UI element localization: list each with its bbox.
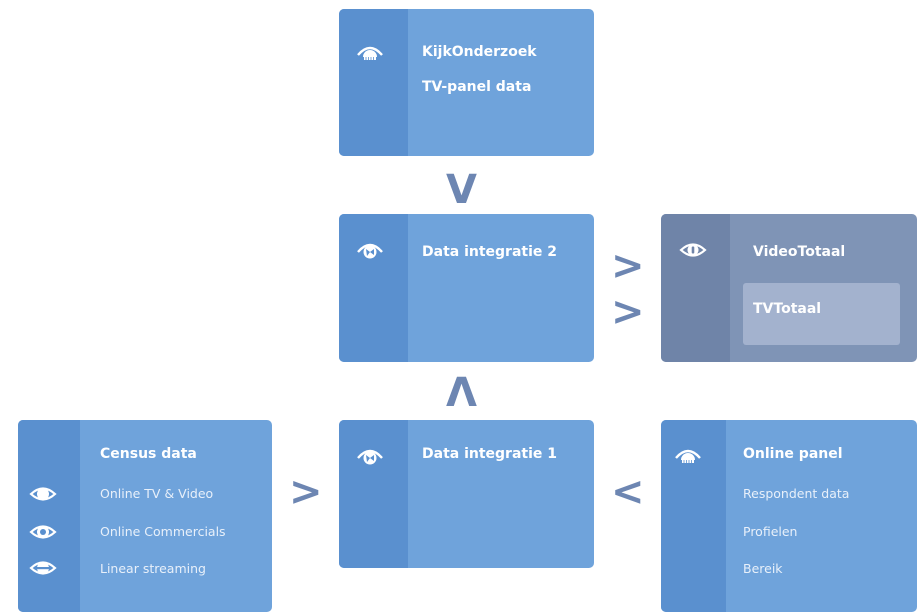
census-item: Linear streaming [100, 561, 206, 576]
census-data-box: Census data Online TV & Video Online Com… [18, 420, 272, 612]
census-item: Online Commercials [100, 524, 226, 539]
arrow-right-top: > [611, 243, 645, 289]
kijkonderzoek-title: KijkOnderzoek [422, 44, 537, 60]
eye-panel-icon [673, 443, 703, 467]
arrow-down: V [446, 167, 477, 213]
online-panel-box: Online panel Respondent data Profielen B… [661, 420, 917, 612]
eye-ring-icon [28, 519, 58, 543]
arrow-right-bottom: > [611, 289, 645, 335]
kijkonderzoek-box: KijkOnderzoek TV-panel data [339, 9, 594, 156]
eye-icon [28, 481, 58, 505]
tvtotaal-label: TVTotaal [753, 301, 822, 317]
arrow-panel-to-integratie-1: < [611, 469, 645, 515]
online-panel-item: Profielen [743, 524, 798, 539]
data-integratie-1-title: Data integratie 1 [422, 446, 558, 462]
eye-panel-icon [355, 40, 385, 64]
data-integratie-2-box: Data integratie 2 [339, 214, 594, 362]
tv-panel-data-label: TV-panel data [422, 79, 532, 95]
census-item: Online TV & Video [100, 486, 214, 501]
data-integratie-2-title: Data integratie 2 [422, 244, 558, 260]
online-panel-item: Respondent data [743, 486, 850, 501]
online-panel-item: Bereik [743, 561, 783, 576]
arrow-up: Λ [446, 370, 477, 416]
data-integratie-1-box: Data integratie 1 [339, 420, 594, 568]
census-data-title: Census data [100, 446, 197, 462]
integration-icon [355, 443, 385, 467]
videototaal-box: VideoTotaal TVTotaal [661, 214, 917, 362]
eye-line-icon [28, 555, 58, 579]
tvtotaal-panel [743, 283, 900, 345]
online-panel-title: Online panel [743, 446, 843, 462]
videototaal-title: VideoTotaal [753, 244, 846, 260]
arrow-census-to-integratie-1: > [289, 469, 323, 515]
integration-icon [355, 237, 385, 261]
eye-video-icon [678, 237, 708, 261]
